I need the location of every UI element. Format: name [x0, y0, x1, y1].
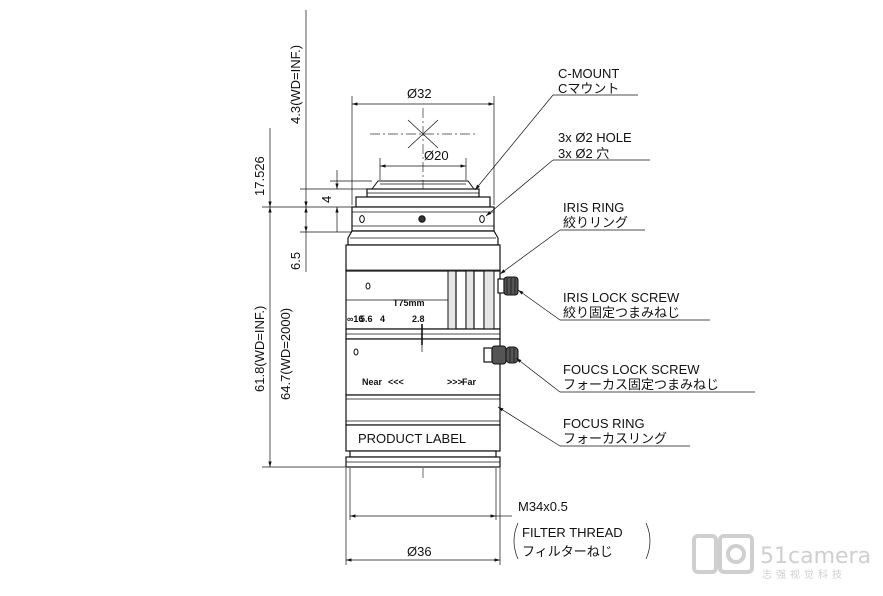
focus-lock-label-jp: フォーカス固定つまみねじ [563, 377, 719, 392]
dim-dia-20: Ø20 [379, 148, 467, 180]
iris-ring-body [345, 230, 501, 340]
focal-length-marking: T75mm [393, 298, 425, 308]
focus-lock-screw [483, 345, 519, 365]
fstop-b: 5.6 [360, 314, 373, 324]
dim-dia-32: Ø32 [351, 86, 495, 205]
svg-text:Ø36: Ø36 [407, 544, 432, 559]
filter-thread-label-jp: フィルターねじ [522, 544, 613, 559]
lens-markings: T75mm ∞16 5.6 4 2.8 Near <<< >>> Far [347, 298, 477, 387]
focus-ring-label: FOCUS RING [563, 416, 645, 431]
filter-thread-size: M34x0.5 [518, 499, 568, 514]
svg-text:61.8(WD=INF.): 61.8(WD=INF.) [252, 306, 267, 392]
far-marking: Far [462, 377, 477, 387]
near-arrows: <<< [388, 377, 404, 387]
svg-text:Ø32: Ø32 [407, 86, 432, 101]
fstop-a: ∞16 [347, 314, 363, 324]
c-mount-label-jp: Cマウント [558, 81, 619, 96]
svg-text:17.526: 17.526 [252, 156, 267, 196]
svg-text:64.7(WD=2000): 64.7(WD=2000) [278, 308, 293, 400]
fstop-d: 2.8 [412, 314, 425, 324]
filter-thread-label: FILTER THREAD [522, 525, 623, 540]
svg-text:4.3(WD=INF.): 4.3(WD=INF.) [288, 45, 303, 124]
mount-flange [351, 206, 495, 232]
hole-center [418, 215, 426, 223]
brand-name: 51camera [760, 544, 871, 569]
focus-lock-label: FOUCS LOCK SCREW [563, 362, 700, 377]
paren-right [645, 522, 651, 560]
iris-lock-label: IRIS LOCK SCREW [563, 290, 680, 305]
svg-text:4: 4 [319, 196, 334, 203]
hole-label-jp: 3x Ø2 穴 [558, 146, 609, 161]
svg-text:6.5: 6.5 [288, 252, 303, 270]
logo-mark [692, 534, 718, 574]
leaders [474, 94, 755, 447]
hole-right [479, 215, 485, 223]
callout-labels: C-MOUNT Cマウント 3x Ø2 HOLE 3x Ø2 穴 IRIS RI… [513, 66, 719, 560]
iris-ring-label-jp: 絞りリング [563, 215, 628, 230]
product-label-text: PRODUCT LABEL [358, 431, 466, 446]
svg-text:Ø20: Ø20 [424, 148, 449, 163]
near-marking: Near [362, 377, 383, 387]
fstop-c: 4 [380, 314, 385, 324]
focus-ring [345, 338, 501, 426]
crosshair-b [407, 119, 439, 149]
iris-lock-screw [497, 276, 519, 296]
c-mount-label: C-MOUNT [558, 66, 619, 81]
watermark-logo: 51camera 志强视觉科技 [692, 534, 871, 581]
dim-left-stack: 17.526 4.3(WD=INF.) 4 6.5 61.8(WD=INF.) … [252, 10, 372, 468]
hole-label: 3x Ø2 HOLE [558, 130, 632, 145]
dim-bottom: Ø36 [345, 468, 512, 565]
hole-left [359, 215, 365, 223]
focus-ring-label-jp: フォーカスリング [563, 431, 667, 446]
iris-ring-label: IRIS RING [563, 200, 624, 215]
brand-subtitle: 志强视觉科技 [762, 568, 846, 581]
far-arrows: >>> [447, 377, 463, 387]
paren-left [513, 522, 519, 560]
label-band [345, 424, 501, 468]
iris-lock-label-jp: 絞り固定つまみねじ [563, 305, 680, 320]
c-mount [355, 180, 491, 208]
